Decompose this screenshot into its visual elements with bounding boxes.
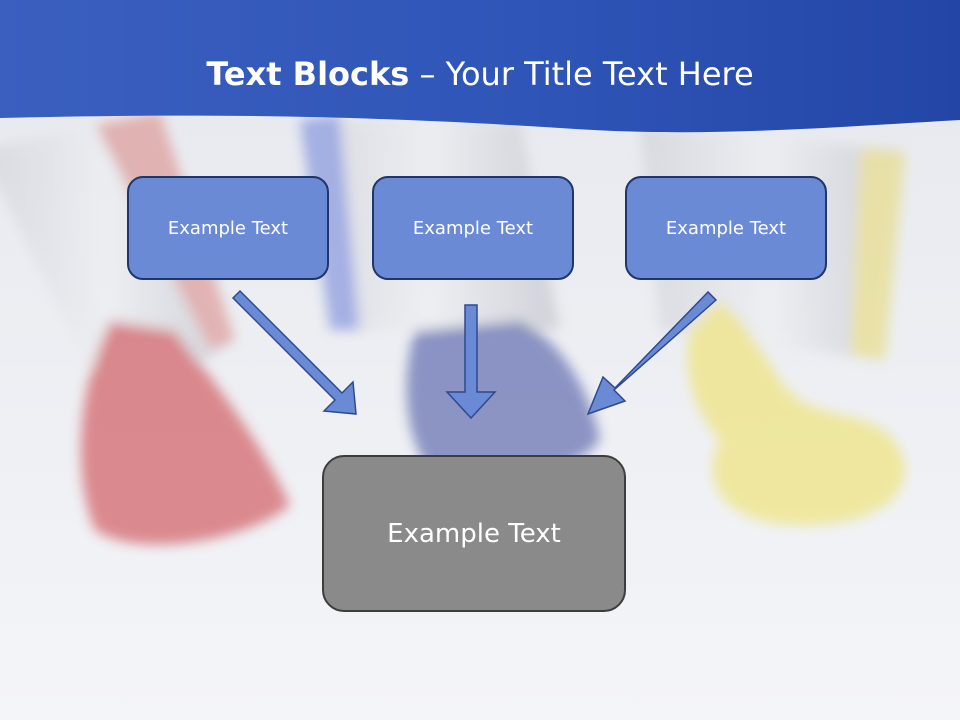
text-block-center: Example Text [372, 176, 574, 280]
arrow-right-to-target [586, 290, 718, 416]
text-block-center-label: Example Text [412, 217, 534, 239]
title-bold-part: Text Blocks [206, 55, 410, 93]
text-block-right: Example Text [625, 176, 827, 280]
text-block-right-label: Example Text [665, 217, 787, 239]
target-text-block: Example Text [322, 455, 626, 612]
arrow-center-to-target [445, 304, 497, 420]
title-rest-part: – Your Title Text Here [409, 55, 754, 93]
text-block-left-label: Example Text [167, 217, 289, 239]
text-block-left: Example Text [127, 176, 329, 280]
arrow-left-to-target [231, 289, 357, 415]
target-text-block-label: Example Text [387, 518, 561, 549]
slide-title: Text Blocks – Your Title Text Here [0, 52, 960, 96]
